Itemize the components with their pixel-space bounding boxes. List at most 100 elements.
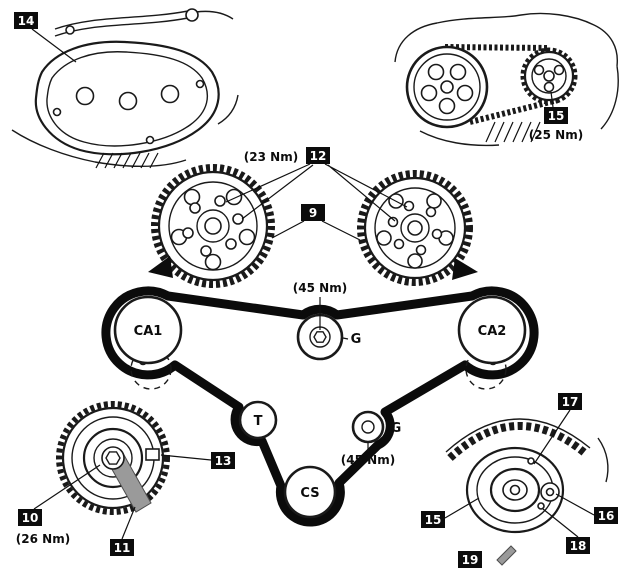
hex-bolt-icon	[313, 331, 327, 343]
callout-number: 14	[18, 14, 35, 28]
callout-10: 10	[18, 509, 42, 526]
locating-pin-hole	[527, 457, 535, 465]
sprocket-bolt	[214, 195, 226, 207]
leader-lines	[31, 28, 595, 540]
leader-15-bottom	[444, 497, 480, 519]
callout-number: 11	[114, 541, 131, 555]
belt-arc-outline	[445, 418, 591, 453]
pulley-hole	[456, 84, 474, 102]
pulley-label: CS	[300, 486, 319, 501]
crank-sprocket-detail	[445, 418, 609, 566]
sprocket-hole	[204, 253, 222, 271]
sprocket-hole	[543, 81, 555, 93]
hatching	[485, 121, 541, 143]
belt-teeth-arc	[447, 422, 589, 461]
callout-number: 15	[548, 109, 565, 123]
pulley-inner	[361, 420, 375, 434]
callout-number: 9	[309, 206, 317, 220]
cover-bolt	[195, 79, 205, 89]
leader-11	[121, 506, 136, 540]
leader-14	[31, 28, 77, 63]
sprocket-bolt	[225, 238, 237, 250]
tensioner-detail	[56, 401, 170, 515]
pulley-label: T	[254, 414, 263, 429]
callout-15-top: 15	[544, 107, 568, 124]
pulley-label: CA1	[134, 324, 163, 339]
guide-pulley-lower: G	[351, 410, 402, 444]
pulley-circle	[457, 295, 527, 365]
sprocket-bolt	[415, 244, 427, 256]
tensioner-hub	[101, 446, 125, 470]
right-cam-sprocket-detail	[357, 170, 478, 286]
crankshaft-sprocket: CS	[283, 465, 337, 519]
torque-guide-top: (45 Nm)	[293, 281, 347, 295]
callout-number: 16	[598, 509, 615, 523]
callout-14: 14	[14, 12, 38, 29]
engine-belt-illustration	[394, 12, 619, 147]
hatching	[95, 152, 159, 169]
callout-17: 17	[558, 393, 582, 410]
pulley-ca1: CA1	[113, 295, 183, 365]
belt-bottom-run	[469, 97, 559, 125]
callout-number: 15	[425, 513, 442, 527]
rotation-arrow	[452, 258, 478, 280]
sprocket-hole	[376, 230, 392, 246]
center-bolt	[509, 484, 521, 496]
engine-context-lines	[394, 12, 619, 147]
cover-bolt	[52, 107, 62, 117]
cover-hole	[118, 91, 138, 111]
callout-19: 19	[458, 551, 482, 568]
pulley-hole	[420, 84, 438, 102]
left-cam-sprocket-detail	[148, 164, 275, 288]
tensioner-ring-inner	[93, 438, 133, 478]
callout-16: 16	[594, 507, 618, 524]
timing-belt	[101, 286, 539, 527]
callout-number: 13	[215, 454, 232, 468]
callout-15-bottom: 15	[421, 511, 445, 528]
callout-number: 18	[570, 539, 587, 553]
timing-cover-illustration	[11, 8, 239, 169]
sprocket-hole	[533, 64, 545, 76]
leader-13	[160, 454, 212, 461]
label-pointer	[342, 337, 349, 340]
callout-9: 9	[301, 204, 325, 221]
sprocket-hole	[553, 64, 565, 76]
small-hole	[537, 502, 545, 510]
sprocket-teeth	[151, 164, 275, 288]
pulley-circle	[238, 400, 278, 440]
sprocket-hole	[183, 188, 201, 206]
pulley-hub	[440, 80, 454, 94]
sprocket-teeth	[520, 47, 578, 105]
crank-pulley-inner	[413, 53, 481, 121]
leader-17	[533, 409, 571, 465]
torque-labels: (23 Nm) (45 Nm) (45 Nm) (25 Nm) (26 Nm)	[16, 128, 583, 546]
sprocket-bolt	[387, 216, 399, 228]
callouts: 14 15 12 9 10 11 13 17	[14, 12, 618, 568]
sprocket-bolt	[431, 228, 443, 240]
pulley-circle	[113, 295, 183, 365]
sprocket-hole	[225, 188, 243, 206]
callout-18: 18	[566, 537, 590, 554]
pulley-hole	[449, 63, 467, 81]
pulley-hole	[438, 97, 456, 115]
callout-number: 19	[462, 553, 479, 567]
cover-inner-line	[46, 51, 209, 147]
leader-16	[555, 493, 595, 516]
engine-context-line	[597, 437, 609, 483]
cover-bolt	[145, 135, 155, 145]
sprocket-hole	[238, 228, 256, 246]
callout-13: 13	[211, 452, 235, 469]
guide-pulley-top: G	[296, 313, 362, 361]
leader-12	[225, 163, 408, 222]
leader-15-top	[550, 91, 554, 108]
torque-cam-bolts: (23 Nm)	[244, 150, 298, 164]
callout-11: 11	[110, 539, 134, 556]
sprocket-center	[204, 217, 222, 235]
pulley-label: G	[391, 421, 402, 436]
sprocket-bolt	[182, 227, 194, 239]
pulley-label: G	[351, 332, 362, 347]
callout-12: 12	[306, 147, 330, 164]
sprocket-hub	[196, 209, 230, 243]
hex-socket-icon	[105, 451, 121, 465]
